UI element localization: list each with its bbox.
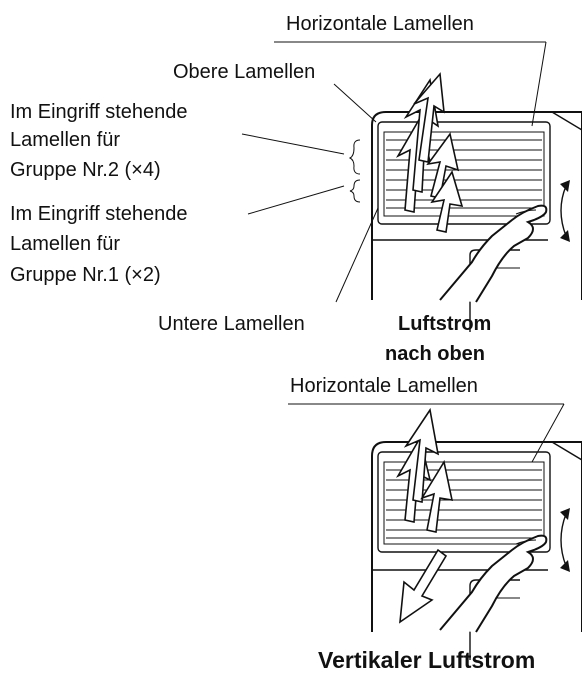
label-lower-louvers: Untere Lamellen [158,313,305,335]
bottom-diagram: Horizontale Lamellen Vertikaler Luftstro… [288,375,582,673]
caption-vertical-airflow: Vertikaler Luftstrom [318,647,535,673]
caption-airflow-up-line1: Luftstrom [398,313,491,335]
caption-airflow-up-line2: nach oben [385,343,485,365]
label-group2-line3: Gruppe Nr.2 (×4) [10,159,161,181]
label-horizontal-louvers-top: Horizontale Lamellen [286,13,474,35]
airflow-up-arrows-bottom [395,407,454,533]
label-upper-louvers: Obere Lamellen [173,61,315,83]
label-group2-line2: Lamellen für [10,129,120,151]
brace-group1 [349,179,361,203]
leader-lines-top [241,41,547,303]
airflow-down-arrow-bottom [399,548,448,624]
label-group1-line1: Im Eingriff stehende [10,203,188,225]
label-horizontal-louvers-bottom: Horizontale Lamellen [290,375,478,397]
label-group1-line2: Lamellen für [10,233,120,255]
hand-illustration-bottom [439,534,548,633]
leader-lines-bottom [288,403,565,463]
label-group2-line1: Im Eingriff stehende [10,101,188,123]
swing-indicator-bottom [560,508,570,572]
hand-illustration-top [439,204,548,303]
airflow-up-arrows-top [395,72,464,233]
swing-indicator-top [560,180,570,242]
label-group1-line3: Gruppe Nr.1 (×2) [10,264,161,286]
top-diagram: Horizontale Lamellen Obere Lamellen Im E… [10,13,582,365]
brace-group2 [348,139,361,175]
